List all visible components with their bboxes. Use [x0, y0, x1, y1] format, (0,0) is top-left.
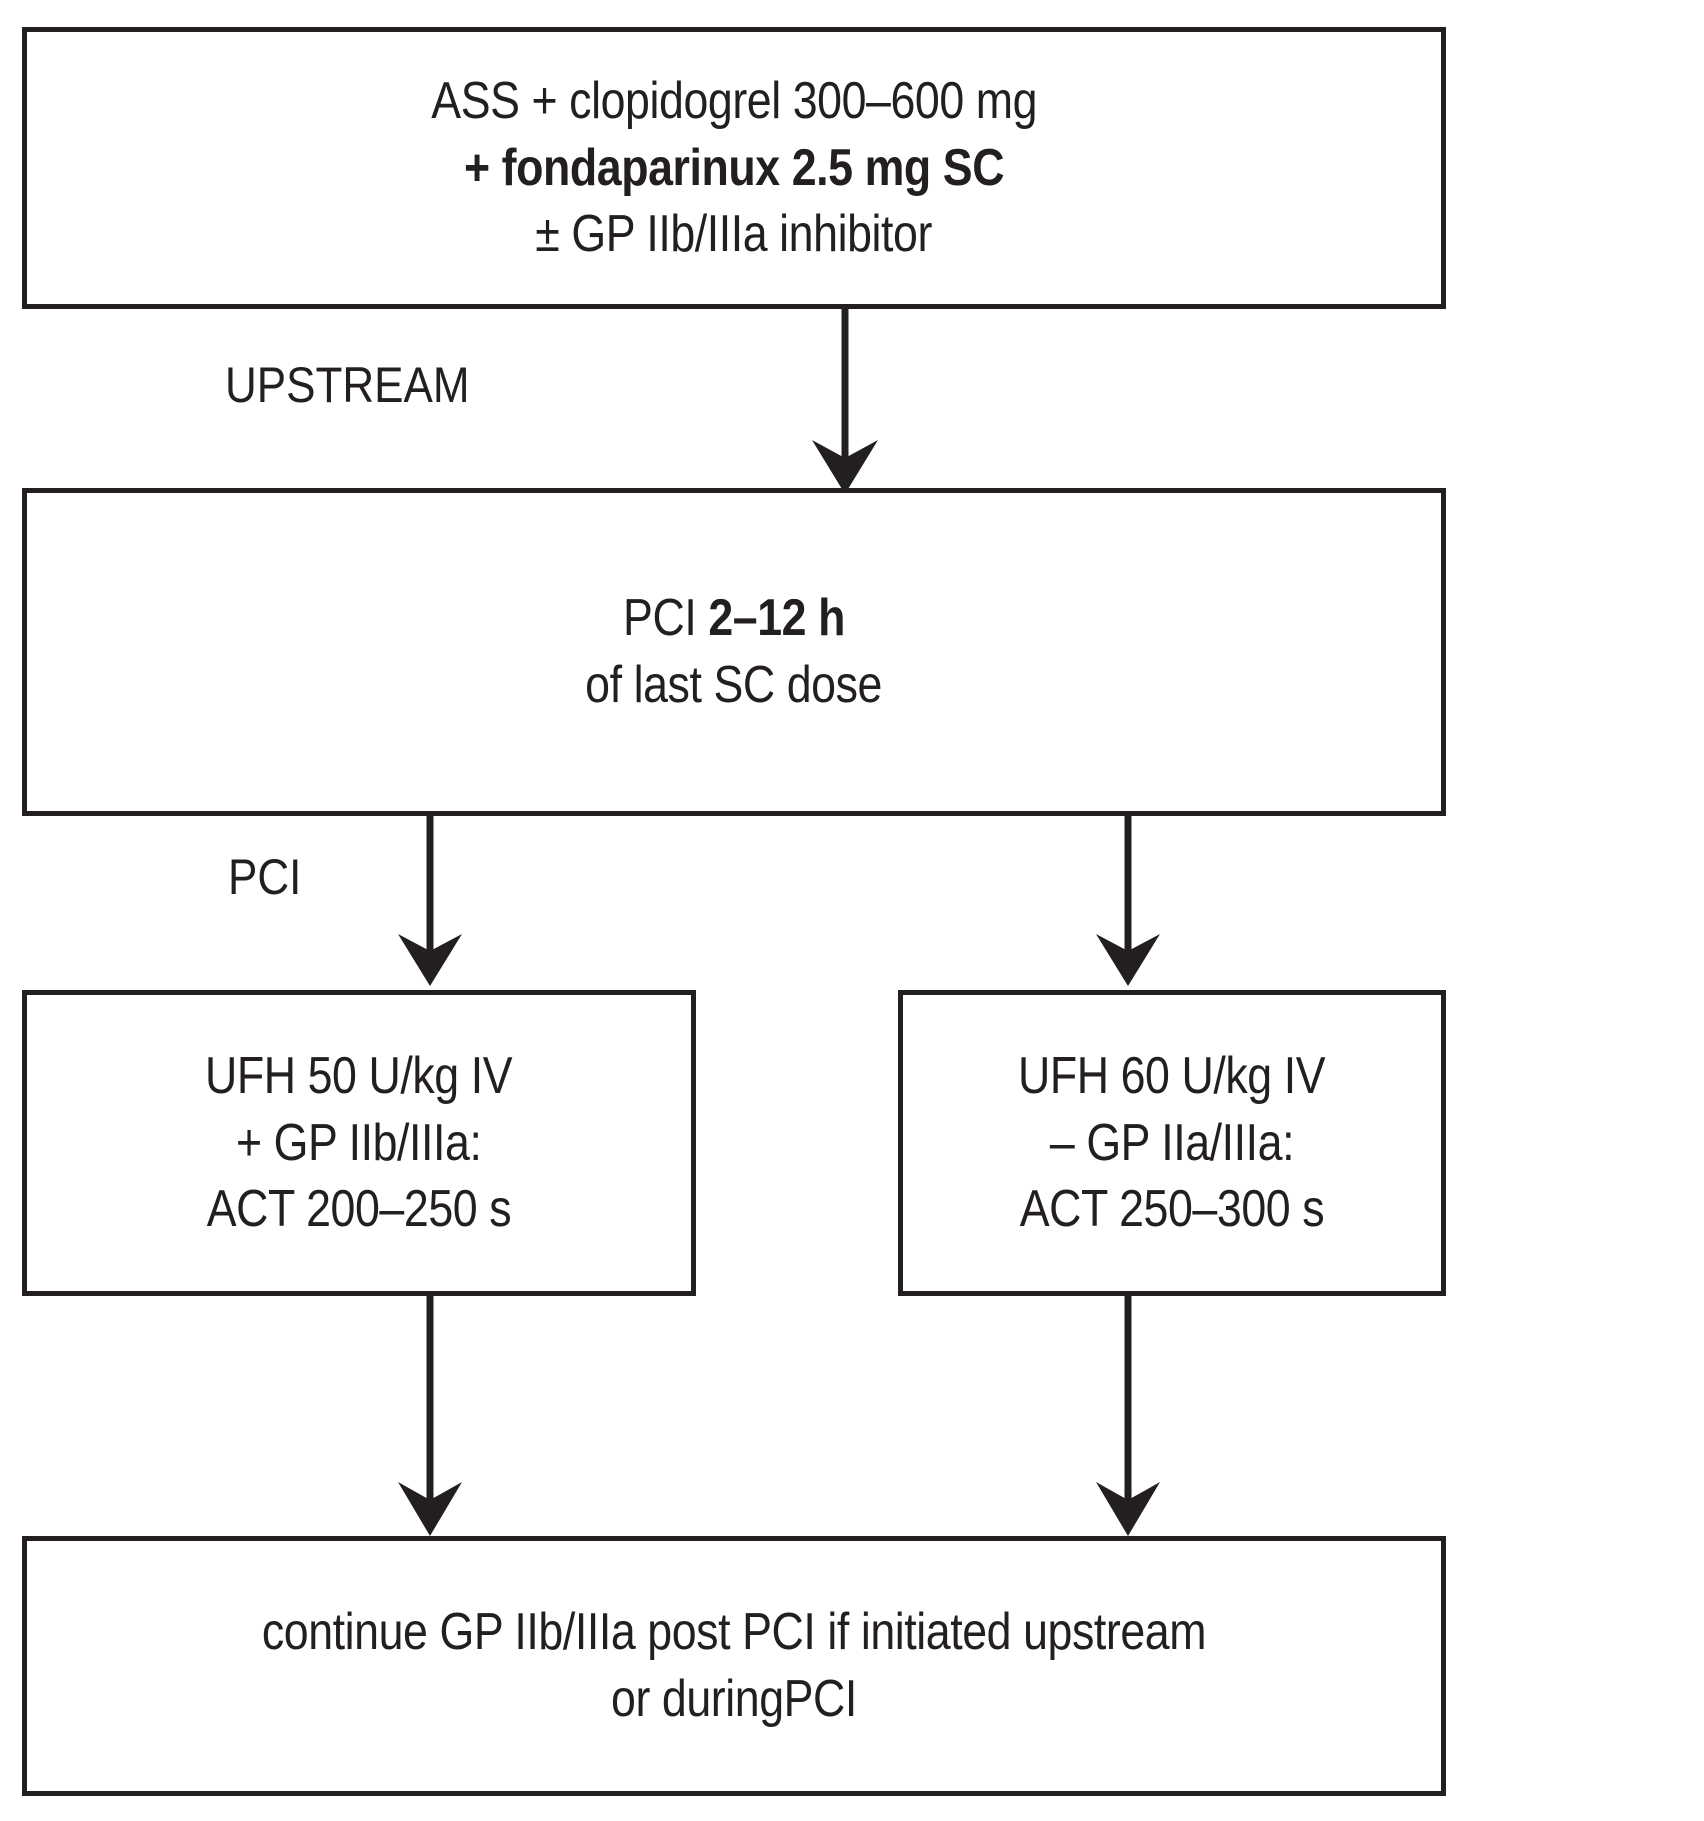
edge-label-upstream: UPSTREAM	[225, 357, 470, 413]
arrowhead-icon	[398, 934, 462, 986]
connector-pci-to-arms	[398, 812, 1160, 986]
arrowhead-icon	[812, 440, 878, 494]
node-ufh-with-gp: UFH 50 U/kg IV + GP IIb/IIIa: ACT 200–25…	[22, 990, 696, 1296]
arrowhead-icon	[1096, 934, 1160, 986]
node-initial-therapy: ASS + clopidogrel 300–600 mg + fondapari…	[22, 27, 1446, 309]
node-ufh-with-gp-line-2: + GP IIb/IIIa:	[236, 1113, 482, 1172]
node-initial-therapy-line-3: ± GP IIb/IIIa inhibitor	[535, 205, 933, 264]
node-gp-continuation-line-1: continue GP IIb/IIIa post PCI if initiat…	[261, 1603, 1207, 1662]
node-ufh-without-gp-line-3: ACT 250–300 s	[1019, 1180, 1325, 1239]
node-pci-timing-line-2: of last SC dose	[585, 656, 883, 714]
connector-arms-to-continuation	[398, 1292, 1160, 1536]
connector-initial-to-pci	[812, 308, 878, 494]
arrowhead-icon	[1096, 1482, 1160, 1536]
node-pci-timing: PCI 2–12 h of last SC dose	[22, 488, 1446, 816]
edge-label-pci: PCI	[228, 849, 302, 905]
node-ufh-without-gp-line-1: UFH 60 U/kg IV	[1018, 1047, 1326, 1106]
node-initial-therapy-line-1: ASS + clopidogrel 300–600 mg	[431, 72, 1037, 131]
node-ufh-without-gp: UFH 60 U/kg IV – GP IIa/IIIa: ACT 250–30…	[898, 990, 1446, 1296]
arrowhead-icon	[398, 1482, 462, 1536]
node-gp-continuation: continue GP IIb/IIIa post PCI if initiat…	[22, 1536, 1446, 1796]
node-initial-therapy-line-2: + fondaparinux 2.5 mg SC	[463, 138, 1005, 197]
node-ufh-with-gp-line-3: ACT 200–250 s	[206, 1180, 512, 1239]
node-pci-timing-window: 2–12 h	[708, 589, 845, 648]
node-gp-continuation-line-2: or duringPCI	[611, 1670, 857, 1728]
node-pci-timing-line-1: PCI 2–12 h	[623, 585, 845, 652]
node-pci-timing-prefix: PCI	[623, 589, 709, 648]
node-ufh-with-gp-line-1: UFH 50 U/kg IV	[205, 1047, 513, 1106]
node-ufh-without-gp-line-2: – GP IIa/IIIa:	[1049, 1113, 1295, 1172]
